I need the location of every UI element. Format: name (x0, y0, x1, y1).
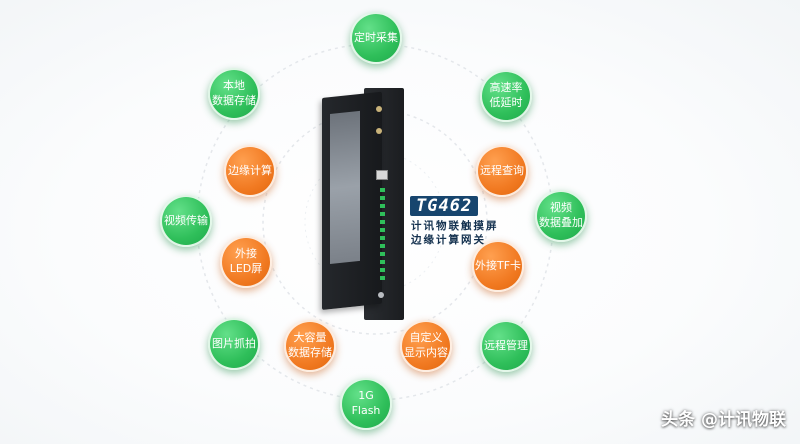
feature-scheduled-acquisition: 定时采集 (350, 12, 402, 64)
feature-remote-query: 远程查询 (476, 145, 528, 197)
terminal-block (380, 244, 385, 248)
product-model-badge: TG462 (410, 196, 479, 216)
feature-local-data-storage: 本地 数据存储 (208, 68, 260, 120)
feature-remote-management: 远程管理 (480, 320, 532, 372)
power-port (378, 292, 384, 298)
terminal-block (380, 220, 385, 224)
feature-video-transmission: 视频传输 (160, 195, 212, 247)
terminal-block (380, 196, 385, 200)
antenna-port-2 (376, 128, 382, 134)
feature-external-tf-card: 外接TF卡 (472, 240, 524, 292)
feature-external-led-screen: 外接 LED屏 (220, 236, 272, 288)
device-touch-screen (330, 110, 360, 265)
feature-large-data-storage: 大容量 数据存储 (284, 320, 336, 372)
usb-port (376, 170, 388, 180)
terminal-block (380, 204, 385, 208)
feature-custom-display: 自定义 显示内容 (400, 320, 452, 372)
terminal-block (380, 260, 385, 264)
source-watermark: 头条 @计讯物联 (661, 410, 786, 430)
gateway-device-image (318, 88, 408, 320)
product-subtitle-line1: 计讯物联触摸屏 (411, 220, 499, 232)
feature-video-data-overlay: 视频 数据叠加 (535, 190, 587, 242)
terminal-block (380, 236, 385, 240)
terminal-block (380, 268, 385, 272)
terminal-block (380, 212, 385, 216)
product-subtitle-line2: 边缘计算网关 (411, 234, 486, 246)
feature-1g-flash: 1G Flash (340, 378, 392, 430)
feature-image-capture: 图片抓拍 (208, 318, 260, 370)
terminal-block (380, 276, 385, 280)
feature-high-rate-low-latency: 高速率 低延时 (480, 70, 532, 122)
antenna-port-1 (376, 106, 382, 112)
terminal-block (380, 228, 385, 232)
terminal-block (380, 252, 385, 256)
feature-edge-computing: 边缘计算 (224, 145, 276, 197)
terminal-block (380, 188, 385, 192)
